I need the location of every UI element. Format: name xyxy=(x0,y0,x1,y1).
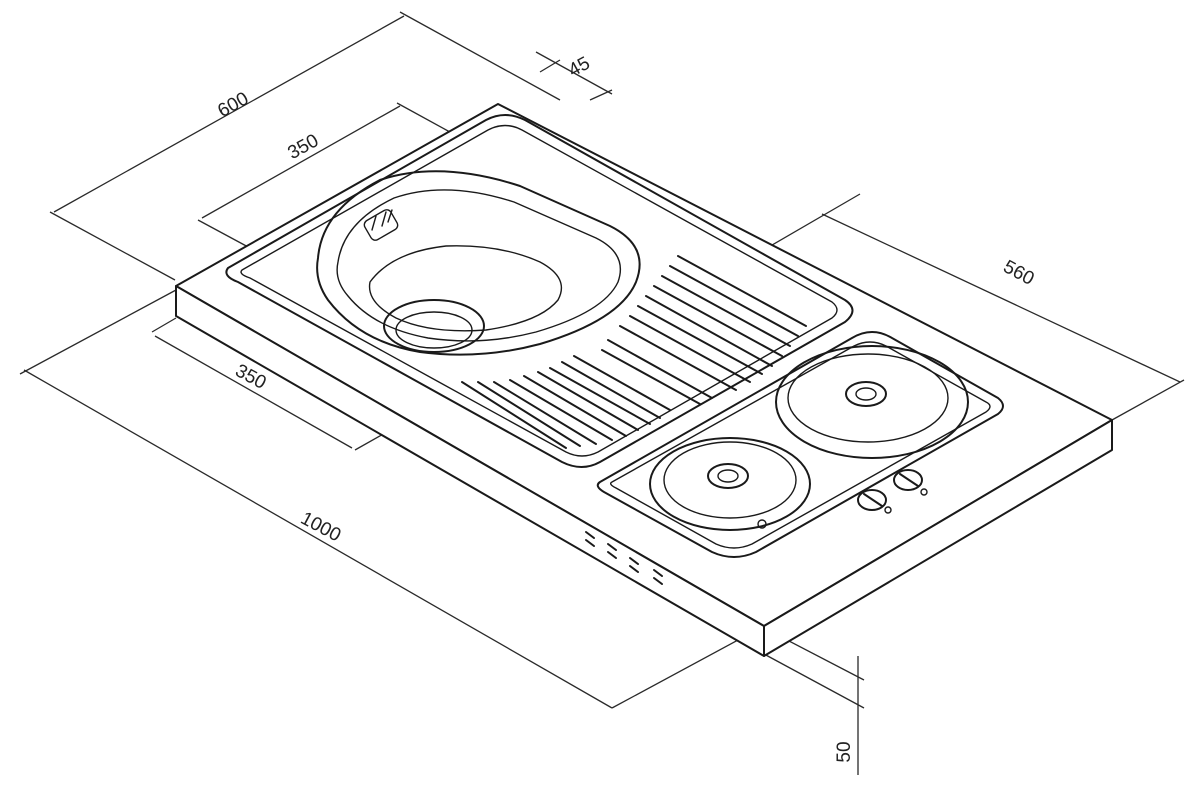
dim-350-rear-line xyxy=(201,105,401,219)
vent-slot xyxy=(585,539,595,547)
vent-slot xyxy=(607,543,617,551)
control-indicator-light-a xyxy=(920,488,928,496)
hotplate-rear-center-dot xyxy=(855,387,877,401)
dim-1000-extension-left xyxy=(19,289,177,375)
drainer-rib xyxy=(573,355,671,411)
drainer-rib xyxy=(493,381,597,445)
hotplate-rear-surface xyxy=(787,353,949,443)
dim-560-line xyxy=(821,213,1181,383)
sink-drain-outer xyxy=(383,299,485,353)
drainer-rib xyxy=(477,381,581,447)
drainer-rib xyxy=(677,255,807,327)
vent-slot xyxy=(585,531,595,539)
hotplate-front-ring xyxy=(649,437,811,531)
drainer-rib xyxy=(619,325,737,391)
dim-label-600: 600 xyxy=(214,88,252,122)
sink-overflow-slot-c xyxy=(387,209,393,223)
countertop xyxy=(175,103,1113,657)
dim-45-extension xyxy=(535,51,613,95)
countertop-top-face xyxy=(175,103,1113,627)
control-indicator-light-b xyxy=(884,506,892,514)
dim-label-350-rear: 350 xyxy=(284,130,322,164)
control-knob-right-grip xyxy=(899,473,919,487)
drainer-rib xyxy=(537,371,639,431)
front-vents xyxy=(585,531,663,585)
drainer-rib xyxy=(461,381,567,449)
dim-600-line xyxy=(53,15,405,213)
sink-basin-rim xyxy=(316,170,641,356)
hotplate-front-indicator xyxy=(757,519,767,529)
drainer-rib xyxy=(561,361,661,419)
sink-overflow-slot-a xyxy=(371,215,377,231)
drainer-rib xyxy=(509,379,613,441)
hob-frame-inner xyxy=(609,341,991,549)
hob-unit xyxy=(596,331,1004,558)
sink-basin-floor xyxy=(368,245,563,332)
dim-50-extension-bottom xyxy=(763,653,865,709)
hotplate-front-surface xyxy=(663,441,797,519)
drainer-rib xyxy=(661,275,791,347)
dim-560-extension-front xyxy=(1111,379,1185,421)
drainer-ribs-middle xyxy=(601,339,713,405)
dim-45-tick-a xyxy=(539,59,561,73)
drainer-rib xyxy=(607,339,713,399)
dim-350-rear-extension-b xyxy=(197,219,251,249)
dim-label-560: 560 xyxy=(1000,256,1038,289)
dim-label-45: 45 xyxy=(565,53,594,82)
hotplate-rear-ring xyxy=(775,345,969,459)
drainer-rib xyxy=(601,349,701,405)
vent-slot xyxy=(653,569,663,577)
dim-600-extension-front xyxy=(49,211,176,281)
sink-overflow-icon xyxy=(363,209,399,241)
sink-overflow-slot-b xyxy=(381,211,387,227)
dimension-lines xyxy=(19,11,1185,775)
vent-slot xyxy=(653,577,663,585)
sink-unit xyxy=(225,114,854,468)
sink-frame-inner xyxy=(240,124,838,457)
drainer-rib xyxy=(645,295,773,367)
control-knob-left-grip xyxy=(863,493,883,507)
dim-560-extension-rear xyxy=(759,193,861,253)
hotplate-front-center xyxy=(707,463,749,489)
countertop-right-face xyxy=(763,419,1113,657)
dim-45-tick-b xyxy=(589,89,613,101)
sink-frame-outer xyxy=(225,114,854,468)
vent-slot xyxy=(629,557,639,565)
drainer-rib xyxy=(549,367,651,425)
drainer-rib xyxy=(523,375,627,437)
dim-1000-line xyxy=(23,369,613,709)
drainer-ribs-front xyxy=(461,355,671,449)
hob-frame-outer xyxy=(596,331,1004,558)
dim-350-front-extension-a xyxy=(151,317,177,333)
drainer-ribs-rear xyxy=(619,255,807,391)
hotplate-front-center-dot xyxy=(717,469,739,483)
vent-slot xyxy=(607,551,617,559)
sink-basin-inner-wall xyxy=(336,189,622,342)
hotplate-rear-center xyxy=(845,381,887,407)
control-knob-right[interactable] xyxy=(893,469,923,491)
drainer-rib xyxy=(637,305,763,375)
drainer-rib xyxy=(653,285,783,357)
dim-600-extension-rear xyxy=(399,11,561,101)
dim-350-front-line xyxy=(154,335,353,449)
control-knob-left[interactable] xyxy=(857,489,887,511)
sink-drain-inner xyxy=(395,311,473,349)
drainer-rib xyxy=(629,315,751,383)
drainer-rib xyxy=(669,265,799,337)
vent-slot xyxy=(629,565,639,573)
dim-label-50: 50 xyxy=(834,741,855,762)
